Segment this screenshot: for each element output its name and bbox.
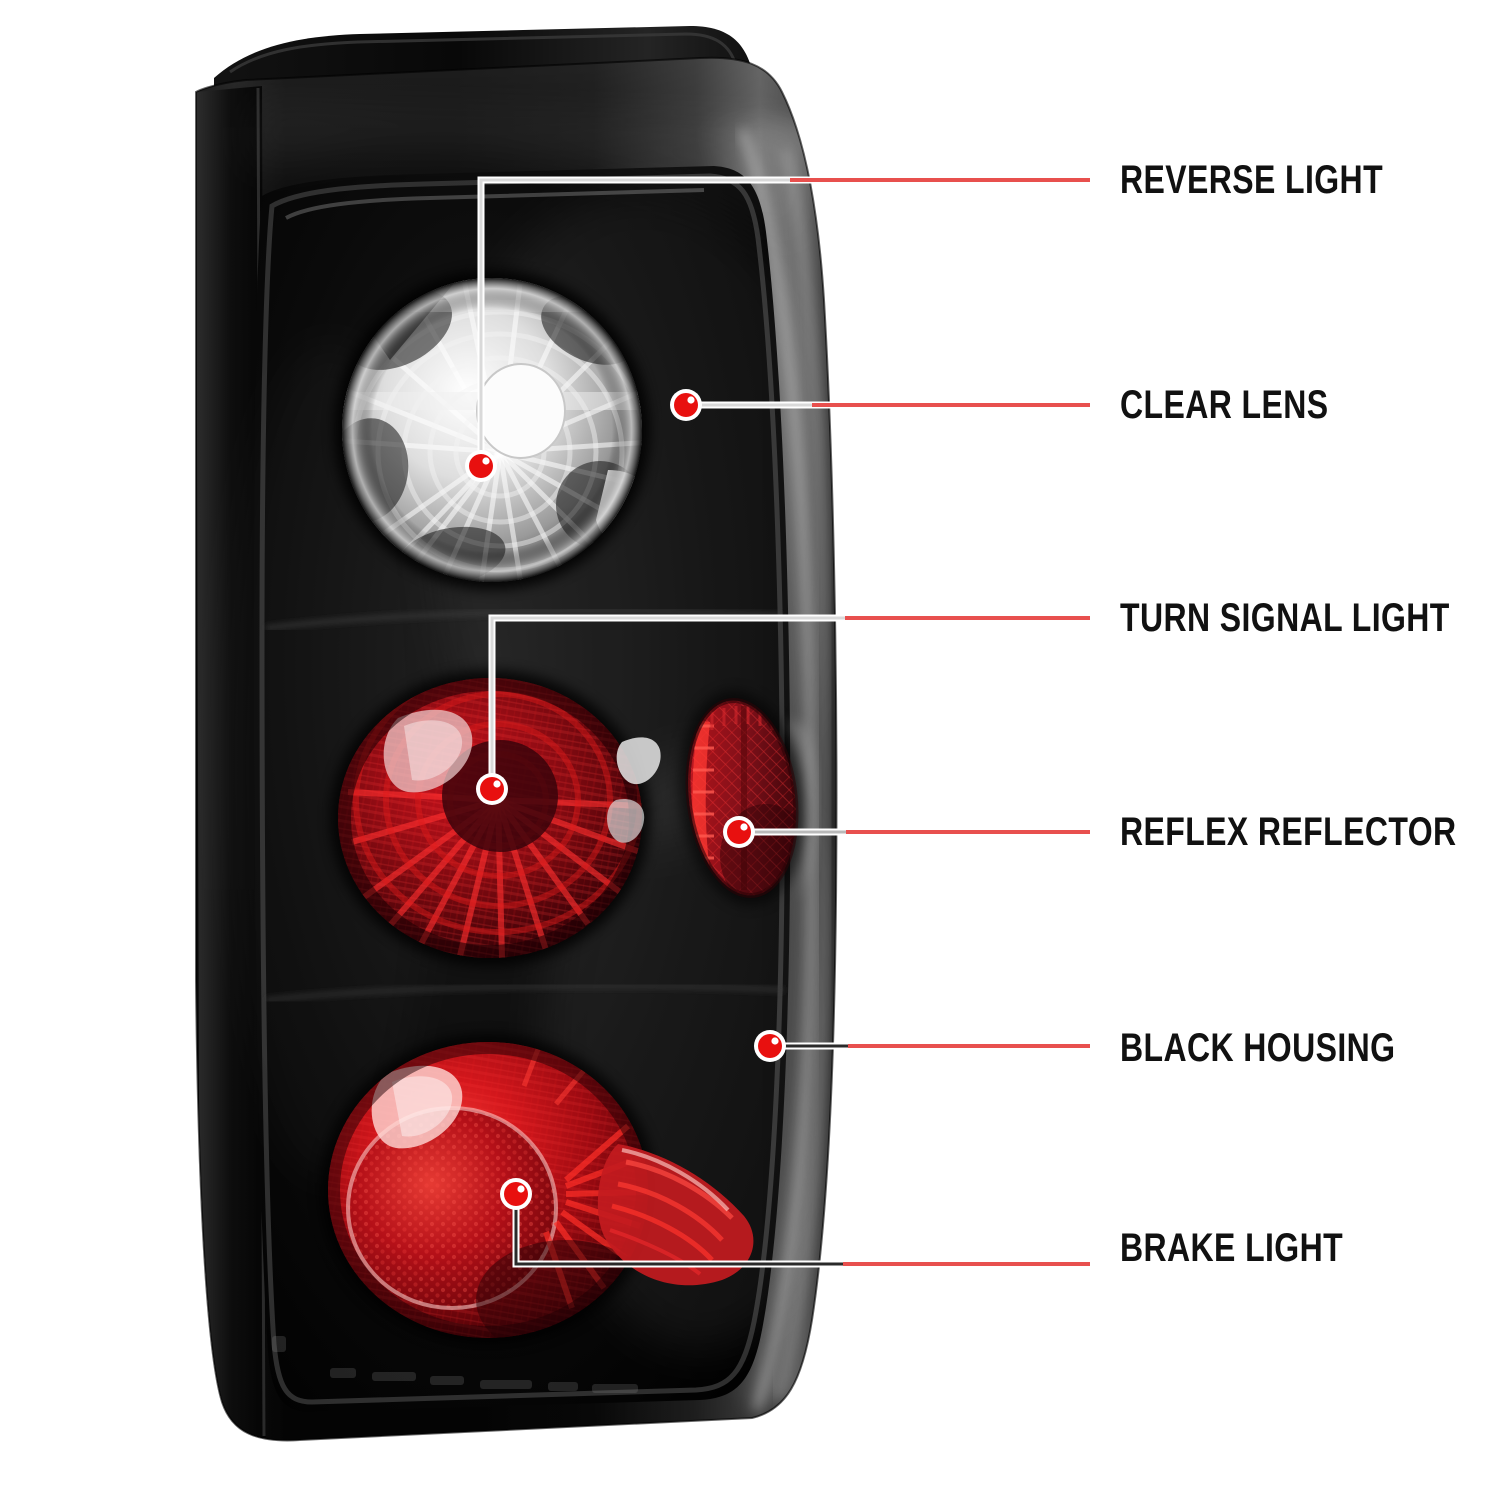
callout-markers — [465, 389, 786, 1210]
label-clear-lens: CLEAR LENS — [1120, 383, 1329, 427]
marker-turn-signal-light[interactable] — [476, 773, 508, 805]
reverse-light-lens — [334, 270, 650, 590]
marker-reflex-reflector[interactable] — [723, 816, 755, 848]
label-reflex-reflector: REFLEX REFLECTOR — [1120, 810, 1457, 854]
housing-molding-marks — [272, 1336, 638, 1393]
label-black-housing: BLACK HOUSING — [1120, 1026, 1396, 1070]
reverse-light-bulb-socket — [477, 364, 565, 458]
turn-signal-bulb-bracket — [607, 737, 661, 843]
turn-signal-lens — [330, 670, 661, 966]
leader-reverse-light — [477, 176, 1090, 466]
label-brake-light: BRAKE LIGHT — [1120, 1226, 1344, 1270]
label-reverse-light: REVERSE LIGHT — [1120, 158, 1384, 202]
leader-brake-light — [512, 1194, 1090, 1268]
marker-reverse-light[interactable] — [465, 450, 497, 482]
leader-turn-signal-light — [488, 614, 1090, 789]
brake-light-wing-extension — [597, 1144, 754, 1286]
marker-brake-light[interactable] — [500, 1178, 532, 1210]
leader-lines — [477, 176, 1090, 1268]
marker-black-housing[interactable] — [754, 1030, 786, 1062]
label-turn-signal-light: TURN SIGNAL LIGHT — [1120, 596, 1450, 640]
marker-clear-lens[interactable] — [670, 389, 702, 421]
